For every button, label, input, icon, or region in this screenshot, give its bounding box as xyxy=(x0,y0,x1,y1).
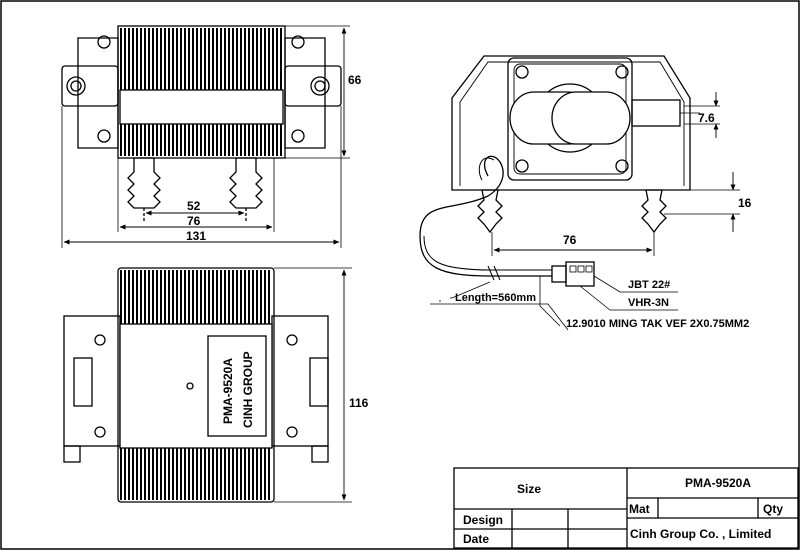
title-company: Cinh Group Co. , Limited xyxy=(630,527,771,541)
dim-116-label: 116 xyxy=(349,396,369,410)
side-screw-bl xyxy=(515,159,529,173)
front-body xyxy=(117,25,286,159)
front-screw-tr xyxy=(291,35,305,49)
dim-131-label: 131 xyxy=(186,229,206,243)
top-fins-upper xyxy=(120,270,272,324)
side-foot-right xyxy=(641,189,667,234)
front-right-hole xyxy=(310,76,330,96)
wire-length-label: Length=560mm xyxy=(455,292,536,304)
front-left-bracket xyxy=(77,37,119,149)
top-indicator-dot xyxy=(186,382,194,390)
top-label-model: PMA-9520A xyxy=(221,358,235,424)
cable-spec-label: 12.9010 MING TAK VEF 2X0.75MM2 xyxy=(566,318,749,330)
top-body xyxy=(117,267,275,503)
title-mat-label: Mat xyxy=(629,502,650,516)
front-view xyxy=(61,25,350,248)
dim-16-label: 16 xyxy=(738,196,752,210)
front-screw-bl xyxy=(97,129,111,143)
title-size-label: Size xyxy=(517,482,541,496)
top-left-tab xyxy=(73,357,93,407)
title-design-label: Design xyxy=(463,513,503,527)
title-part-number: PMA-9520A xyxy=(685,476,751,490)
top-right-tab xyxy=(309,357,329,407)
side-screw-br xyxy=(615,159,629,173)
front-screw-tl xyxy=(97,35,111,49)
dim-52-label: 52 xyxy=(187,199,201,213)
front-right-ear xyxy=(284,65,342,107)
top-right-block xyxy=(271,315,329,447)
top-label-company: CINH GROUP xyxy=(241,351,255,428)
front-foot-right xyxy=(229,157,263,209)
top-fins-lower xyxy=(120,448,272,500)
side-wire-sleeve xyxy=(551,265,567,283)
front-screw-br xyxy=(291,129,305,143)
side-outlet xyxy=(631,99,681,127)
front-fins-bottom xyxy=(120,124,283,156)
top-label-plate xyxy=(207,335,267,437)
title-qty-label: Qty xyxy=(763,502,783,516)
front-left-hole xyxy=(66,76,86,96)
side-view xyxy=(419,55,740,331)
connector-2-label: VHR-3N xyxy=(628,297,669,309)
title-date-label: Date xyxy=(463,532,489,546)
front-fins-top xyxy=(120,28,283,90)
side-screw-tl xyxy=(515,65,529,79)
side-foot-left xyxy=(477,189,503,234)
side-wire xyxy=(419,155,552,277)
dim-7-6-label: 7.6 xyxy=(698,111,715,125)
title-block xyxy=(453,467,799,549)
top-view xyxy=(63,267,352,503)
dim-76-side-label: 76 xyxy=(563,233,577,247)
top-right-foot xyxy=(311,445,329,463)
connector-1-label: JBT 22# xyxy=(628,279,670,291)
front-foot-left xyxy=(127,157,161,209)
front-right-bracket xyxy=(284,37,326,149)
side-screw-tr xyxy=(615,65,629,79)
top-left-foot xyxy=(63,445,81,463)
dim-76-front-label: 76 xyxy=(187,214,201,228)
dim-66-label: 66 xyxy=(348,73,362,87)
